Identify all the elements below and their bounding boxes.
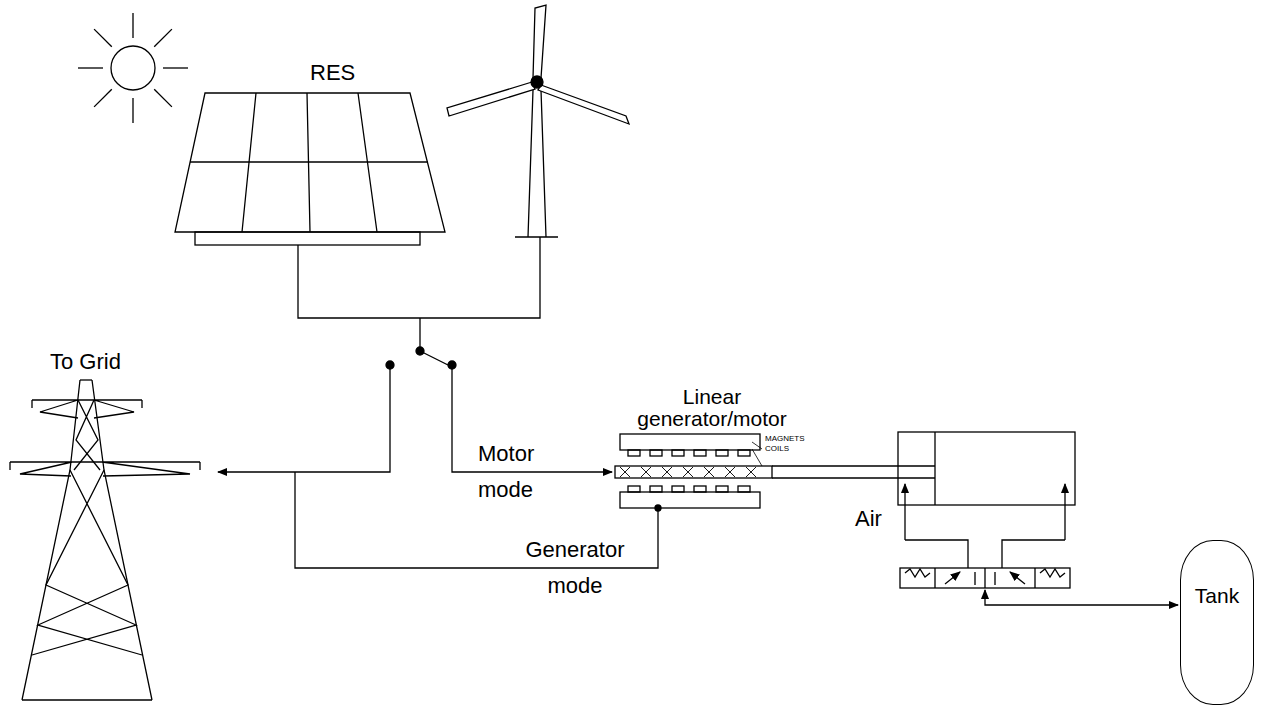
transmission-tower: [10, 380, 200, 700]
pneumatic-cylinder: [898, 432, 1075, 568]
section-label: RES: [310, 60, 355, 85]
port-label: Air: [855, 506, 882, 531]
directional-valve: [900, 568, 1178, 605]
mode-label: Generator mode: [505, 532, 645, 604]
part-label: MAGNETS: [765, 434, 805, 443]
tank-label: Tank: [1181, 585, 1253, 607]
linear-motor: Linear generator/motor: [612, 386, 812, 508]
linear-motor-device: [615, 434, 935, 508]
sun-symbol: [78, 13, 188, 123]
mode-label: Motor mode: [478, 436, 568, 508]
solar-panel: [175, 93, 445, 245]
device-heading: Linear generator/motor: [625, 386, 800, 430]
storage-tank: Tank: [1180, 540, 1254, 705]
wind-turbine: [447, 5, 629, 237]
part-label: COILS: [765, 444, 789, 453]
wiring: [218, 237, 661, 568]
grid-label: To Grid: [50, 349, 121, 374]
